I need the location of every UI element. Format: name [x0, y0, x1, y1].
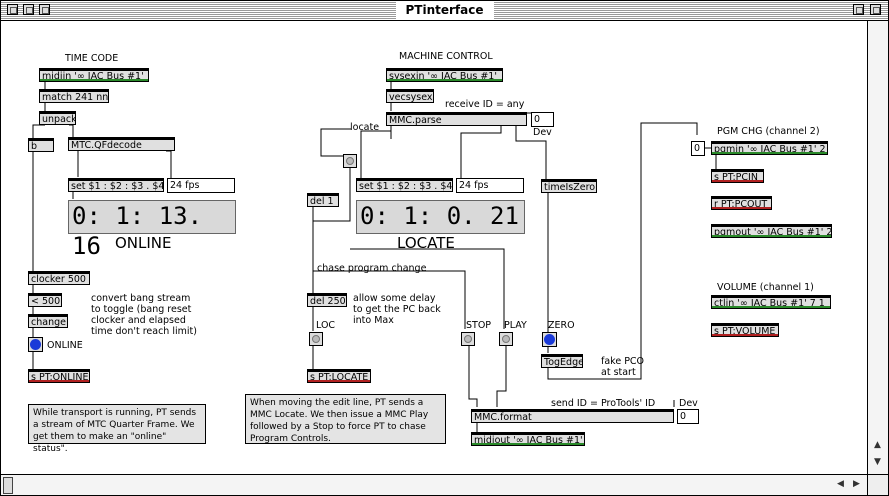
- online-toggle[interactable]: [28, 337, 43, 352]
- receive-pcout-object[interactable]: r PT:PCOUT: [711, 196, 772, 210]
- close-box-icon[interactable]: [7, 4, 18, 15]
- loc-bang-button[interactable]: [309, 332, 323, 346]
- unpack-object[interactable]: unpack: [39, 111, 76, 125]
- match-object[interactable]: match 241 nn: [39, 89, 109, 103]
- scroll-thumb[interactable]: [3, 477, 13, 494]
- online-time-display: 0: 1: 13. 16: [68, 200, 236, 260]
- mtc-qfdecode-object[interactable]: MTC.QFdecode: [68, 137, 175, 151]
- loc-label: LOC: [316, 320, 336, 331]
- del1-object[interactable]: del 1: [307, 193, 339, 207]
- pgmin-object[interactable]: pgmin '∞ IAC Bus #1' 2: [711, 141, 828, 155]
- change-object[interactable]: change: [28, 314, 68, 328]
- dev-format-number[interactable]: 0: [677, 409, 699, 424]
- send-volume-object[interactable]: s PT:VOLUME: [711, 323, 779, 337]
- set-timecode-message[interactable]: set $1 : $2 : $3 . $4: [68, 178, 164, 192]
- pgmout-object[interactable]: pgmout '∞ IAC Bus #1' 2: [711, 224, 832, 238]
- less-than-object[interactable]: < 500: [28, 293, 62, 307]
- patch-cords: [32, 82, 717, 432]
- togedge-object[interactable]: TogEdge: [541, 354, 583, 368]
- collapse-box-icon[interactable]: [870, 4, 881, 15]
- clocker-object[interactable]: clocker 500: [28, 271, 90, 285]
- mmc-format-object[interactable]: MMC.format: [471, 409, 674, 423]
- stop-bang-button[interactable]: [461, 332, 475, 346]
- mmc-parse-object[interactable]: MMC.parse: [386, 112, 527, 126]
- chase-label: chase program change: [317, 263, 427, 274]
- midiout-object[interactable]: midiout '∞ IAC Bus #1': [471, 432, 585, 446]
- inspector-box-icon[interactable]: [39, 4, 50, 15]
- dev-format-label: Dev: [679, 398, 698, 409]
- patcher-canvas[interactable]: TIME CODE MACHINE CONTROL PGM CHG (chann…: [1, 21, 867, 474]
- bang-object[interactable]: b: [28, 138, 54, 152]
- time-code-header: TIME CODE: [65, 53, 119, 64]
- zero-toggle[interactable]: [542, 332, 557, 347]
- zero-label: ZERO: [548, 320, 575, 331]
- set-locate-message[interactable]: set $1 : $2 : $3 . $4: [356, 178, 453, 192]
- scroll-down-icon[interactable]: ▼: [874, 457, 881, 467]
- sysexin-object[interactable]: sysexin '∞ IAC Bus #1': [386, 68, 503, 82]
- scroll-right-icon[interactable]: ▶: [853, 479, 860, 489]
- resize-grip-icon[interactable]: [867, 474, 888, 495]
- vecsysex-object[interactable]: vecsysex: [386, 89, 434, 103]
- fake-pco-label: fake PCO at start: [601, 356, 645, 378]
- pgm-chg-header: PGM CHG (channel 2): [717, 126, 820, 137]
- convert-label: convert bang stream to toggle (bang rese…: [91, 293, 197, 337]
- play-label: PLAY: [504, 320, 527, 331]
- midiin-object[interactable]: midiin '∞ IAC Bus #1': [39, 68, 149, 82]
- timeiszero-object[interactable]: timeIsZero: [541, 179, 597, 193]
- vertical-scrollbar[interactable]: ▲ ▼: [867, 21, 888, 474]
- locate-label: locate: [350, 122, 380, 133]
- online-big-label: ONLINE: [115, 234, 172, 252]
- lock-box-icon[interactable]: [23, 4, 34, 15]
- locate-time-display: 0: 1: 0. 21: [356, 200, 525, 234]
- pgm-number[interactable]: 0: [691, 141, 705, 156]
- scroll-left-icon[interactable]: ◀: [837, 479, 844, 489]
- zoom-box-icon[interactable]: [853, 4, 864, 15]
- title-bar[interactable]: PTinterface: [1, 1, 888, 21]
- scroll-up-icon[interactable]: ▲: [874, 440, 881, 450]
- locate-big-label: LOCATE: [397, 234, 455, 252]
- transport-comment: While transport is running, PT sends a s…: [28, 404, 206, 454]
- send-online-object[interactable]: s PT:ONLINE: [28, 369, 90, 383]
- ctlin-object[interactable]: ctlin '∞ IAC Bus #1' 7 1: [711, 295, 831, 309]
- receive-id-label: receive ID = any: [445, 99, 525, 110]
- dev-parse-number[interactable]: 0: [531, 112, 554, 127]
- allow-delay-label: allow some delay to get the PC back into…: [353, 293, 441, 326]
- send-pcin-object[interactable]: s PT:PCIN: [711, 169, 764, 183]
- stop-label: STOP: [466, 320, 492, 331]
- send-locate-object[interactable]: s PT:LOCATE: [307, 369, 371, 383]
- locate-bang-button[interactable]: [343, 154, 357, 168]
- dev-parse-label: Dev: [533, 127, 552, 138]
- online-led-label: ONLINE: [47, 340, 83, 351]
- play-bang-button[interactable]: [499, 332, 513, 346]
- window-title: PTinterface: [395, 2, 494, 19]
- fps-loc-display[interactable]: 24 fps: [456, 178, 524, 193]
- del250-object[interactable]: del 250: [307, 293, 347, 307]
- edit-line-comment: When moving the edit line, PT sends a MM…: [245, 394, 446, 444]
- volume-header: VOLUME (channel 1): [717, 282, 814, 293]
- horizontal-scrollbar[interactable]: ◀ ▶: [1, 474, 867, 495]
- send-id-label: send ID = ProTools' ID: [551, 398, 656, 409]
- machine-control-header: MACHINE CONTROL: [399, 51, 493, 62]
- fps-tc-display[interactable]: 24 fps: [167, 178, 235, 193]
